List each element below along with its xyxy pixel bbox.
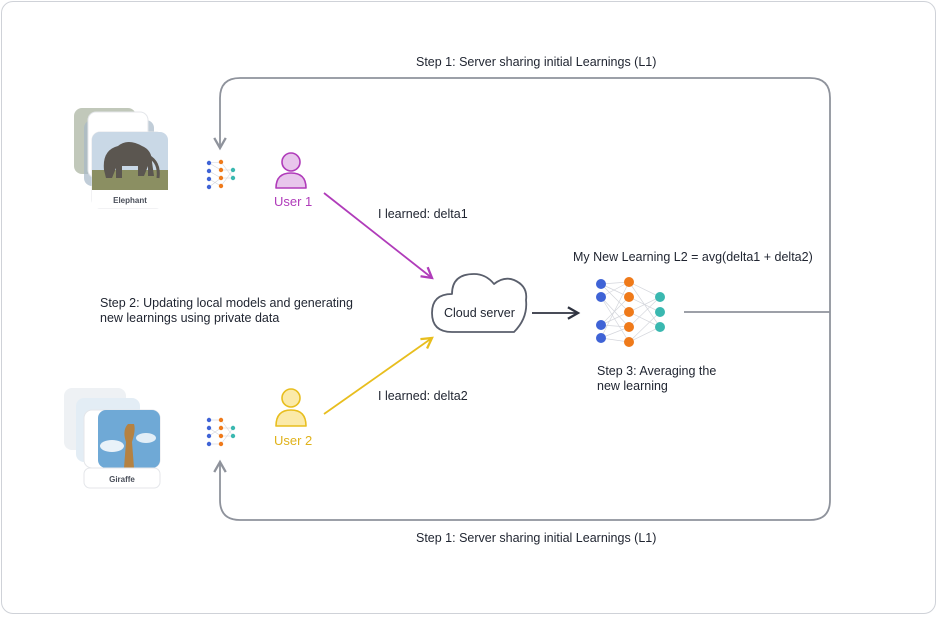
user1-label: User 1: [274, 194, 313, 209]
aggregated-model-icon: [596, 277, 665, 347]
user2-label: User 2: [274, 433, 313, 448]
step2-label: Step 2: Updating local models and genera…: [100, 296, 353, 325]
step1-top-label: Step 1: Server sharing initial Learnings…: [416, 55, 657, 69]
elephant-card-footer: [92, 190, 168, 208]
loop-top-arrow: [213, 77, 831, 312]
user2-learned-label: I learned: delta2: [378, 389, 468, 403]
user2-to-cloud-arrow: [323, 336, 434, 415]
elephant-card-label: Elephant: [113, 196, 147, 205]
step1-bottom-label: Step 1: Server sharing initial Learnings…: [416, 531, 657, 545]
user1-learned-label: I learned: delta1: [378, 207, 468, 221]
step3-label: Step 3: Averaging the new learning: [597, 364, 717, 393]
user2-icon: [275, 388, 307, 427]
user2-model-icon: [206, 417, 236, 447]
user1-to-cloud-arrow: [323, 192, 434, 280]
giraffe-image-stack: [64, 388, 161, 469]
cloud-server-label: Cloud server: [444, 306, 515, 320]
elephant-image-stack: [74, 108, 168, 209]
user1-model-icon: [206, 159, 236, 190]
cloud-server-icon: [431, 273, 528, 333]
loop-bottom-arrow: [213, 312, 831, 521]
new-learning-label: My New Learning L2 = avg(delta1 + delta2…: [573, 250, 813, 264]
user1-icon: [275, 152, 307, 189]
giraffe-card-label: Giraffe: [109, 475, 135, 484]
giraffe-card-footer: [83, 467, 161, 489]
